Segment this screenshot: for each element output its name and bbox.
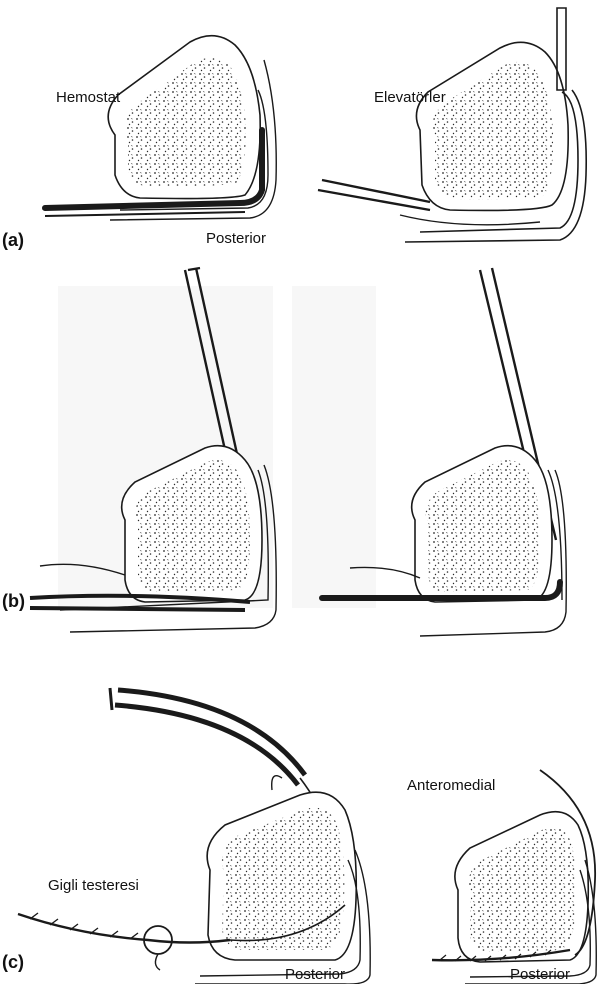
panel-c-left-sketch (18, 688, 370, 984)
panel-a-left-sketch (45, 36, 276, 220)
gigli-saw (18, 914, 230, 943)
panel-a-right-sketch (318, 8, 586, 242)
hemostat-label: Hemostat (56, 90, 120, 105)
posterior-label-left: Posterior (285, 967, 345, 982)
panel-b-label: (b) (2, 592, 25, 610)
elevator-instrument (318, 180, 430, 210)
forceps-instrument (115, 690, 305, 785)
elevators-label: Elevatörler (374, 90, 446, 105)
posterior-label-right: Posterior (510, 967, 570, 982)
gigli-saw-label: Gigli testeresi (48, 878, 139, 893)
panel-c-right-sketch (432, 770, 596, 984)
panel-a-label: (a) (2, 231, 24, 249)
posterior-label: Posterior (206, 231, 266, 246)
anteromedial-label: Anteromedial (407, 778, 495, 793)
panel-c-label: (c) (2, 953, 24, 971)
